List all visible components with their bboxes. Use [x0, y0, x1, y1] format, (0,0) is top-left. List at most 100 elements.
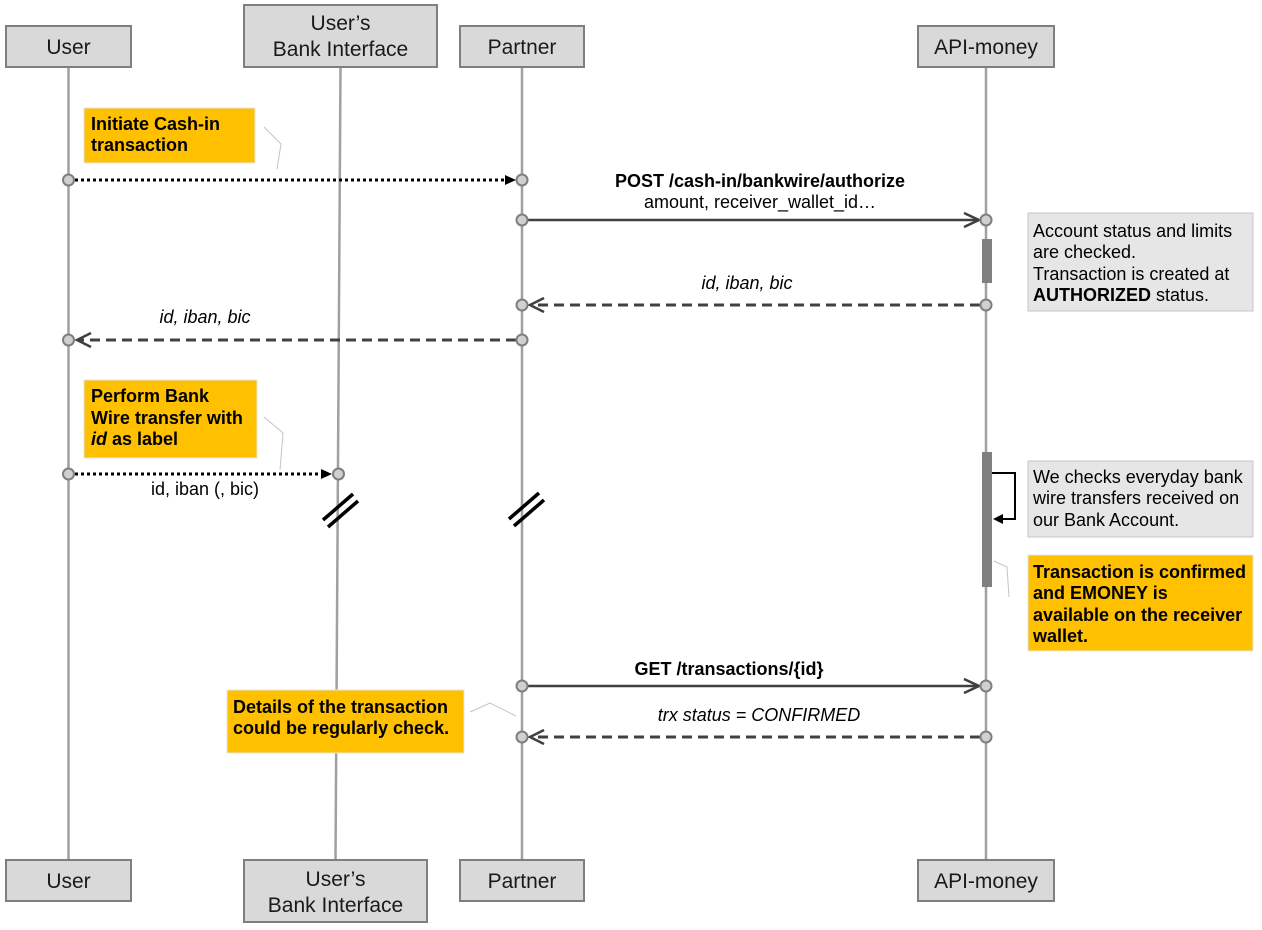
note-line: transaction [91, 135, 188, 155]
status-suffix: status. [1151, 285, 1209, 305]
note-details: Details of the transaction could be regu… [226, 689, 465, 754]
message-endpoints [62, 173, 993, 744]
participant-label: User [46, 36, 90, 59]
message-get-transaction: GET /transactions/{id} [528, 659, 982, 695]
authorize-response-label: id, iban, bic [701, 273, 792, 293]
arrowhead-icon [74, 331, 92, 349]
note-account-check: Account status and limits are checked. T… [1027, 212, 1254, 312]
participant-box [243, 4, 438, 68]
note-box [226, 689, 465, 754]
participant-box [459, 25, 585, 68]
note-confirmed: Transaction is confirmed and EMONEY is a… [1027, 554, 1254, 652]
authorize-params-label: amount, receiver_wallet_id… [644, 192, 876, 213]
note-box [1027, 212, 1254, 312]
participant-label-line: Bank Interface [273, 38, 408, 61]
endpoint-dot [979, 298, 993, 312]
note-line: are checked. [1033, 242, 1136, 262]
note-perform-wire: Perform Bank Wire transfer with id as la… [83, 379, 258, 459]
break-mark-bank-interface [321, 492, 360, 529]
note-line: Details of the transaction [233, 697, 448, 717]
activation-bar-authorize [982, 239, 992, 283]
participant-bank-interface: User’s Bank Interface [243, 4, 438, 68]
participant-box [459, 859, 585, 902]
message-bank-wire: id, iban (, bic) [75, 469, 332, 499]
participant-box [917, 859, 1055, 902]
get-response-label: trx status = CONFIRMED [658, 705, 861, 725]
participant-label-line: User’s [311, 12, 371, 35]
self-call-line [992, 472, 1016, 520]
note-line: Initiate Cash-in [91, 114, 220, 134]
note-box [1027, 554, 1254, 652]
endpoint-dot [979, 679, 993, 693]
participant-label: User [46, 870, 90, 893]
endpoint-dot [515, 730, 529, 744]
activation-bar-daily-check [982, 452, 992, 587]
endpoint-dot [515, 679, 529, 693]
endpoint-dot [515, 173, 529, 187]
break-mark-partner [507, 491, 546, 528]
note-box [83, 107, 256, 164]
participant-user: User [5, 859, 132, 902]
bank-wire-label: id, iban (, bic) [151, 479, 259, 499]
authorize-endpoint-label: POST /cash-in/bankwire/authorize [615, 171, 905, 191]
participant-label-line: Bank Interface [268, 894, 403, 917]
participant-label: API-money [934, 870, 1038, 893]
message-initiate-cash-in [75, 175, 516, 185]
self-message-daily-check [992, 472, 1016, 524]
authorized-status-value: AUTHORIZED [1033, 285, 1151, 305]
participant-partner: Partner [459, 859, 585, 902]
message-authorize-response: id, iban, bic [527, 273, 980, 314]
note-line: wallet. [1032, 626, 1088, 646]
note-line: Transaction is created at [1033, 264, 1229, 284]
endpoint-dot [62, 173, 75, 187]
participant-label-line: User’s [306, 868, 366, 891]
arrowhead-icon [527, 296, 545, 314]
note-line: Account status and limits [1033, 221, 1232, 241]
details-to-user-label: id, iban, bic [159, 307, 250, 327]
label-field-name: id [91, 429, 108, 449]
endpoint-dot [515, 298, 529, 312]
note-line: could be regularly check. [233, 718, 449, 738]
participant-label: API-money [934, 36, 1038, 59]
endpoint-dot [332, 467, 345, 481]
note-line: id as label [91, 429, 178, 449]
label-suffix: as label [107, 429, 178, 449]
participant-user: User [5, 25, 132, 68]
endpoint-dot [979, 730, 993, 744]
endpoint-dot [62, 467, 75, 481]
participant-box [917, 25, 1055, 68]
endpoint-dot [979, 213, 993, 227]
endpoint-dot [515, 213, 529, 227]
participants-bottom: User User’s Bank Interface Partner API-m… [5, 859, 1055, 923]
note-line: We checks everyday bank [1033, 467, 1244, 487]
arrowhead-icon [527, 728, 545, 746]
participant-box [5, 25, 132, 68]
note-line: Wire transfer with [91, 408, 243, 428]
arrowhead-icon [963, 211, 982, 229]
message-authorize-request: POST /cash-in/bankwire/authorize amount,… [528, 171, 982, 229]
arrowhead-icon [321, 469, 332, 479]
endpoint-dot [62, 333, 75, 347]
participant-box [5, 859, 132, 902]
participant-label: Partner [488, 870, 557, 893]
message-details-to-user: id, iban, bic [74, 307, 516, 349]
note-line: Perform Bank [91, 386, 210, 406]
callout-tail-details [469, 702, 517, 717]
note-line: our Bank Account. [1033, 510, 1179, 530]
get-transaction-label: GET /transactions/{id} [634, 659, 823, 679]
note-line: Transaction is confirmed [1033, 562, 1246, 582]
break-stroke [326, 499, 360, 529]
note-box [1027, 460, 1254, 538]
message-get-response: trx status = CONFIRMED [527, 705, 980, 746]
arrowhead-icon [963, 677, 982, 695]
callout-tail-initiate [263, 126, 282, 170]
arrowhead-icon [505, 175, 516, 185]
note-line: available on the receiver [1033, 605, 1242, 625]
participant-label: Partner [488, 36, 557, 59]
break-stroke [507, 491, 541, 521]
participant-api-money: API-money [917, 25, 1055, 68]
participants-top: User User’s Bank Interface Partner API-m… [5, 4, 1055, 68]
break-stroke [321, 492, 355, 522]
callout-tail-confirmed [993, 560, 1010, 598]
